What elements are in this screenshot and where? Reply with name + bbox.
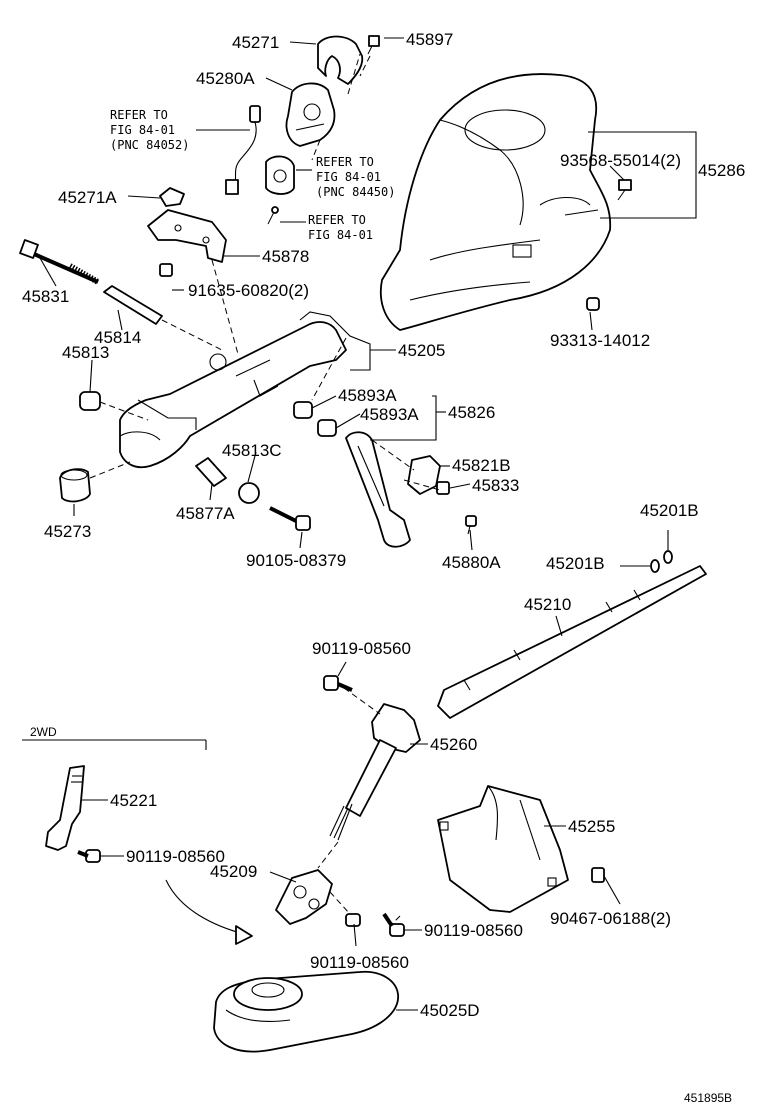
- bolt-90119-top-illustration: [323, 675, 353, 692]
- bolt-90119-lower-left-illustration: [345, 913, 361, 927]
- part-labels: 45271 45897 45280A REFER TO FIG 84-01 (P…: [22, 30, 745, 1105]
- label-45201B-top: 45201B: [640, 501, 699, 520]
- clip-93313-illustration: [586, 297, 600, 311]
- label-45826: 45826: [448, 403, 495, 422]
- label-45880A: 45880A: [442, 553, 501, 572]
- label-45260: 45260: [430, 735, 477, 754]
- label-45813C: 45813C: [222, 441, 282, 460]
- label-90119-08560-2wd: 90119-08560: [126, 847, 225, 866]
- label-90119-08560-bottom: 90119-08560: [310, 953, 409, 972]
- figure-code: 451895B: [684, 1091, 732, 1105]
- leader-lines: [22, 37, 697, 1011]
- label-93568-55014: 93568-55014(2): [560, 151, 681, 170]
- label-45831: 45831: [22, 287, 69, 306]
- label-45209: 45209: [210, 862, 257, 881]
- label-45255: 45255: [568, 817, 615, 836]
- screw-45880A-illustration: [465, 515, 477, 535]
- label-45201B-side: 45201B: [546, 554, 605, 573]
- label-90105-08379: 90105-08379: [246, 551, 346, 570]
- label-45271: 45271: [232, 33, 279, 52]
- label-45210: 45210: [524, 595, 571, 614]
- label-refer3-line2: FIG 84-01: [308, 228, 373, 242]
- lock-housing-45280A-illustration: [285, 82, 336, 147]
- bushing-45273-illustration: [59, 468, 91, 503]
- lever-45826-illustration: [345, 431, 411, 548]
- pin-45877A-illustration: [195, 457, 227, 487]
- label-45821B: 45821B: [452, 456, 511, 475]
- label-45878: 45878: [262, 247, 309, 266]
- nut-45813-illustration: [79, 391, 101, 411]
- label-refer3-line1: REFER TO: [308, 213, 366, 227]
- bushing-45893A-illustrations: [293, 401, 337, 437]
- label-refer1-line3: (PNC 84052): [110, 138, 189, 152]
- label-45833: 45833: [472, 476, 519, 495]
- label-90467-06188: 90467-06188(2): [550, 909, 671, 928]
- label-refer1-line1: REFER TO: [110, 108, 168, 122]
- label-45893A-upper: 45893A: [338, 386, 397, 405]
- label-93313-14012: 93313-14012: [550, 331, 650, 350]
- label-refer2-line3: (PNC 84450): [316, 185, 395, 199]
- column-tube-45205-illustration: [119, 311, 371, 469]
- screw-93568-illustration: [617, 179, 632, 201]
- label-45286: 45286: [698, 161, 745, 180]
- label-45280A: 45280A: [196, 69, 255, 88]
- plate-45821B-illustration: [407, 455, 441, 495]
- intermediate-shaft-45260-illustration: [329, 703, 421, 841]
- switch-84052-illustration: [225, 105, 261, 195]
- bracket-45878-illustration: [147, 209, 227, 263]
- bolt-90119-lower-right-illustration: [382, 912, 405, 937]
- main-shaft-45210-illustration: [437, 565, 707, 719]
- label-45205: 45205: [398, 341, 445, 360]
- label-45877A: 45877A: [176, 504, 235, 523]
- snap-ring-45201B-illustrations: [650, 550, 673, 573]
- clip-90467-illustration: [591, 867, 605, 883]
- bolt-45897-illustration: [367, 35, 380, 55]
- label-45221: 45221: [110, 791, 157, 810]
- label-45273: 45273: [44, 522, 91, 541]
- boot-45025D-illustration: [213, 970, 399, 1053]
- label-refer2-line1: REFER TO: [316, 155, 374, 169]
- coupling-45209-illustration: [275, 869, 333, 925]
- bolt-90105-illustration: [269, 506, 311, 531]
- label-45897: 45897: [406, 30, 453, 49]
- label-refer1-line2: FIG 84-01: [110, 123, 175, 137]
- dashed-assembly-lines: [89, 53, 441, 925]
- label-90119-08560-right: 90119-08560: [424, 921, 523, 940]
- label-refer2-line2: FIG 84-01: [316, 170, 381, 184]
- label-45893A-lower: 45893A: [360, 405, 419, 424]
- label-91635-60820: 91635-60820(2): [188, 281, 309, 300]
- label-90119-08560-top: 90119-08560: [312, 639, 411, 658]
- nut-45833-illustration: [436, 481, 450, 495]
- nut-45813C-illustration: [238, 482, 260, 504]
- shaft-45221-illustration: [45, 765, 85, 851]
- bolt-90119-2wd-illustration: [77, 849, 101, 863]
- bracket-45271-illustration: [317, 35, 364, 85]
- nut-91635-illustration: [159, 263, 173, 277]
- switch-84450-illustration: [265, 155, 295, 195]
- screw-84-01-illustration: [267, 206, 279, 225]
- assembly-arrow: [165, 879, 253, 945]
- tube-45814-illustration: [103, 285, 163, 325]
- label-45025D: 45025D: [420, 1001, 480, 1020]
- bolt-45831-illustration: [19, 239, 100, 285]
- column-hole-cover-45255-illustration: [437, 785, 569, 913]
- column-cover-illustration: [379, 73, 612, 331]
- label-45814: 45814: [94, 328, 141, 347]
- bracket-45271A-illustration: [159, 187, 185, 207]
- label-2wd: 2WD: [30, 725, 57, 739]
- label-45271A: 45271A: [58, 188, 117, 207]
- label-45813: 45813: [62, 343, 109, 362]
